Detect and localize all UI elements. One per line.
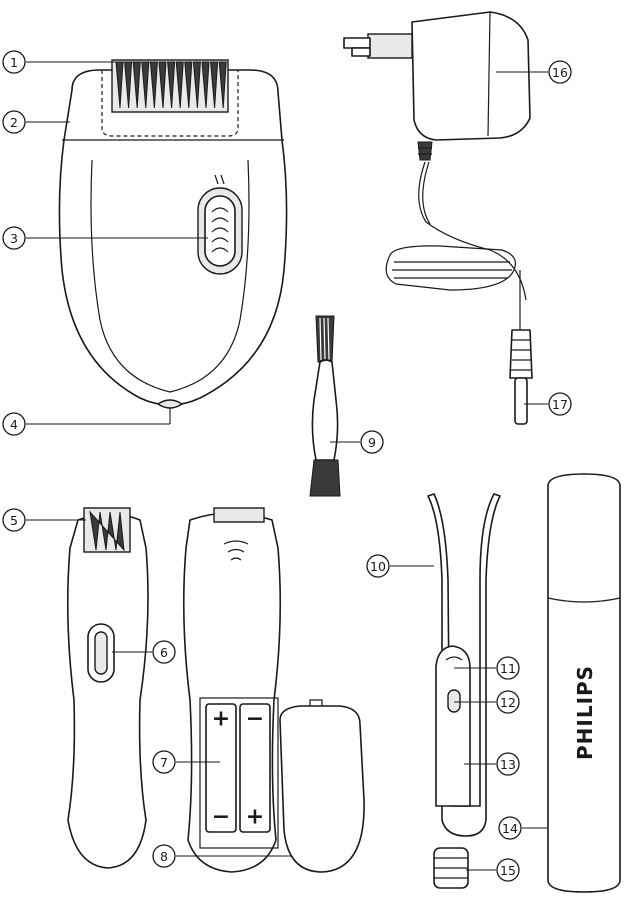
callout-number: 9 xyxy=(368,435,376,450)
head-tooth xyxy=(192,61,201,109)
svg-text:−: − xyxy=(246,707,264,732)
callout-number: 14 xyxy=(502,821,518,836)
callout-4: 4 xyxy=(2,412,26,436)
callout-number: 4 xyxy=(10,417,18,432)
callout-circle xyxy=(2,508,26,532)
callout-circle xyxy=(498,816,522,840)
callout-16: 16 xyxy=(548,60,572,84)
callout-circle xyxy=(366,554,390,578)
brand-logo-text: PHILIPS xyxy=(573,665,597,760)
callout-13: 13 xyxy=(496,752,520,776)
callout-number: 2 xyxy=(10,115,18,130)
callout-circle xyxy=(496,690,520,714)
head-tooth xyxy=(158,61,167,109)
callout-number: 10 xyxy=(370,559,386,574)
on-off-switch xyxy=(197,174,243,275)
callout-circle xyxy=(548,392,572,416)
callout-11: 11 xyxy=(496,656,520,680)
callout-6: 6 xyxy=(152,640,176,664)
battery-lid xyxy=(279,705,365,873)
callout-circle xyxy=(2,50,26,74)
callout-circle xyxy=(152,640,176,664)
callout-circle xyxy=(496,656,520,680)
head-tooth xyxy=(184,61,193,109)
epilator-small-back: + − − + xyxy=(182,507,282,873)
callout-number: 15 xyxy=(500,863,516,878)
callout-number: 13 xyxy=(500,757,516,772)
appliance-socket xyxy=(156,399,184,409)
callout-circle xyxy=(152,844,176,868)
callout-circle xyxy=(2,226,26,250)
head-tooth xyxy=(201,61,210,109)
callout-9: 9 xyxy=(360,430,384,454)
callout-number: 5 xyxy=(10,513,18,528)
appliance-plug xyxy=(509,329,533,425)
callout-7: 7 xyxy=(152,750,176,774)
callout-circle xyxy=(496,858,520,882)
head-tooth xyxy=(149,61,158,109)
svg-text:+: + xyxy=(212,707,230,732)
callout-5: 5 xyxy=(2,508,26,532)
svg-text:+: + xyxy=(246,805,264,830)
callout-1: 1 xyxy=(2,50,26,74)
epilator-main xyxy=(58,59,288,409)
callout-17: 17 xyxy=(548,392,572,416)
leader-lines xyxy=(26,61,548,871)
callout-3: 3 xyxy=(2,226,26,250)
svg-text:−: − xyxy=(212,805,230,830)
callout-2: 2 xyxy=(2,110,26,134)
callout-number: 1 xyxy=(10,55,18,70)
callout-number: 3 xyxy=(10,231,18,246)
tweezer-light xyxy=(427,493,501,837)
callout-circle xyxy=(152,750,176,774)
head-tooth xyxy=(218,61,227,109)
callout-circle xyxy=(360,430,384,454)
callout-number: 16 xyxy=(552,65,568,80)
callout-10: 10 xyxy=(366,554,390,578)
epilator-small-front xyxy=(66,507,149,869)
callout-circle xyxy=(496,752,520,776)
callout-15: 15 xyxy=(496,858,520,882)
callout-12: 12 xyxy=(496,690,520,714)
callout-circle xyxy=(2,412,26,436)
callout-number: 8 xyxy=(160,849,168,864)
callout-number: 11 xyxy=(500,661,516,676)
head-tooth xyxy=(210,61,219,109)
adapter xyxy=(343,11,533,425)
callout-circle xyxy=(548,60,572,84)
callout-14: 14 xyxy=(498,816,522,840)
callout-8: 8 xyxy=(152,844,176,868)
cleaning-brush xyxy=(309,315,341,497)
head-tooth xyxy=(175,61,184,109)
callout-number: 7 xyxy=(160,755,168,770)
battery-segment xyxy=(433,847,469,889)
battery-right: − + xyxy=(239,703,271,833)
battery-left: + − xyxy=(205,703,237,833)
callout-circle xyxy=(2,110,26,134)
callout-number: 6 xyxy=(160,645,168,660)
head-tooth xyxy=(167,61,176,109)
callout-number: 12 xyxy=(500,695,516,710)
pouch: PHILIPS xyxy=(547,473,621,893)
callout-number: 17 xyxy=(552,397,568,412)
